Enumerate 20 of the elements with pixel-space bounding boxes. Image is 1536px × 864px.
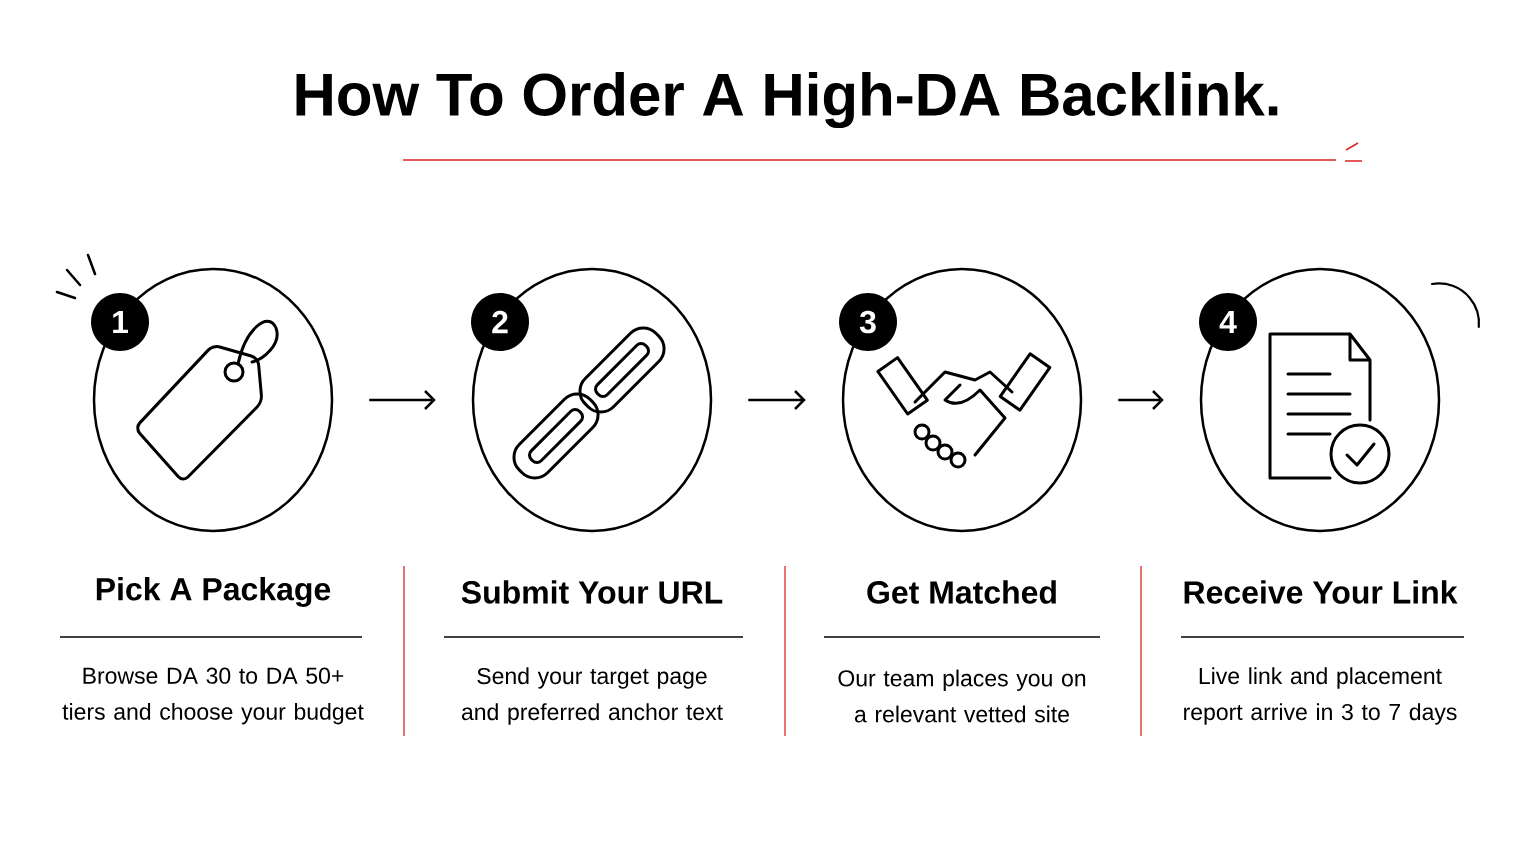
step-badge: 1 (91, 293, 149, 351)
step-heading: Pick A Package (96, 577, 331, 607)
step-description: Live link and placement report arrive in 3 to 7 days (1184, 667, 1457, 725)
step-circle (471, 267, 713, 533)
arrow (1118, 390, 1164, 410)
title: How To Order A High-DA Backlink. (296, 71, 1278, 129)
step-description: Send your target page and preferred anchor text (461, 667, 723, 725)
step-circle (841, 267, 1083, 533)
step-circle (1199, 267, 1441, 533)
step-description: Our team places you on a relevant vetted site (838, 669, 1086, 723)
step-badge: 4 (1199, 293, 1257, 351)
step-heading: Get Matched (867, 580, 1056, 604)
arrow (369, 390, 436, 410)
arrow (748, 390, 806, 410)
step-heading: Receive Your Link (1184, 580, 1458, 604)
step-circle (92, 267, 334, 533)
step-badge: 3 (839, 293, 897, 351)
step-badge: 2 (471, 293, 529, 351)
step-description: Browse DA 30 to DA 50+ tiers and choose your budget (62, 667, 364, 725)
step-heading: Submit Your URL (461, 580, 723, 604)
